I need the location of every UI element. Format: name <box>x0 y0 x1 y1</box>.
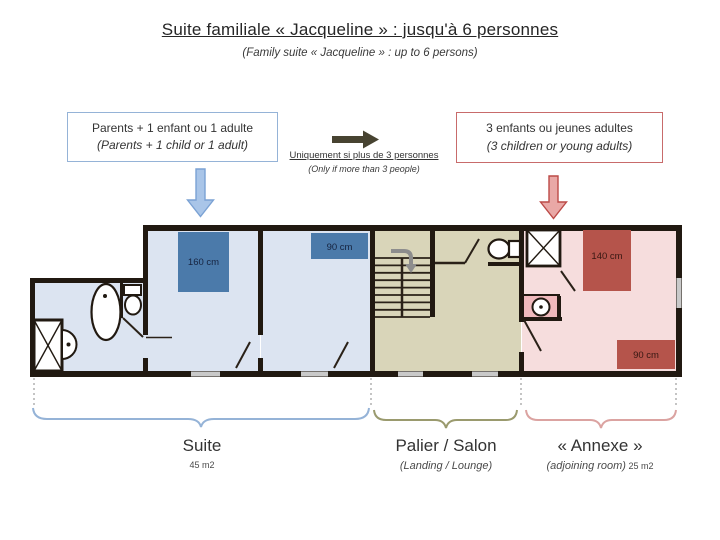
doors <box>122 238 576 369</box>
bed-90-suite-label: 90 cm <box>327 242 353 253</box>
page-subtitle: (Family suite « Jacqueline » : up to 6 p… <box>242 47 478 59</box>
callout-parents-line1: Parents + 1 enfant ou 1 adulte <box>91 120 254 135</box>
label-suite: Suite 45 m2 <box>120 436 284 470</box>
bed-90-annexe-label: 90 cm <box>633 350 659 361</box>
brace-suite <box>32 407 370 428</box>
note-more-than-3: Uniquement si plus de 3 personnes (Only … <box>289 150 439 175</box>
washbasin-icon-2 <box>531 297 551 317</box>
shower-icon-2 <box>525 228 562 268</box>
label-suite-area: 45 m2 <box>189 460 215 470</box>
label-palier-sub: (Landing / Lounge) <box>399 460 493 472</box>
page-title: Suite familiale « Jacqueline » : jusqu'à… <box>161 20 559 39</box>
windows <box>191 278 682 377</box>
dotted-connectors <box>33 378 677 406</box>
brace-palier <box>373 409 518 429</box>
label-annexe-area: 25 m2 <box>628 461 654 471</box>
callout-children: 3 enfants ou jeunes adultes (3 children … <box>456 112 663 163</box>
stairs-icon <box>375 257 430 318</box>
callout-parents: Parents + 1 enfant ou 1 adulte (Parents … <box>67 112 278 162</box>
toilet-icon-2 <box>487 238 522 260</box>
arrow-right-icon <box>332 130 379 149</box>
label-suite-name: Suite <box>182 436 222 455</box>
brace-annexe <box>525 409 677 429</box>
arrow-down-blue-icon <box>186 168 215 218</box>
bed-140: 140 cm <box>583 230 631 291</box>
bathtub-icon <box>90 282 122 342</box>
stairs-direction-arrow-icon <box>391 249 417 273</box>
bed-140-label: 140 cm <box>591 251 622 262</box>
toilet-icon <box>123 284 142 316</box>
label-palier: Palier / Salon (Landing / Lounge) <box>364 436 528 472</box>
label-annexe-name: « Annexe » <box>557 436 643 455</box>
bed-160-label: 160 cm <box>188 257 219 268</box>
bed-90-annexe: 90 cm <box>617 340 675 369</box>
label-annexe: « Annexe » (adjoining room) 25 m2 <box>515 436 685 472</box>
washbasin-icon <box>61 328 78 361</box>
note-line1: Uniquement si plus de 3 personnes <box>289 150 439 161</box>
bed-160: 160 cm <box>178 232 229 292</box>
shower-icon <box>32 318 64 373</box>
callout-children-line2: (3 children or young adults) <box>486 138 633 153</box>
label-annexe-sub: (adjoining room) <box>546 460 626 472</box>
bed-90-suite: 90 cm <box>311 233 368 259</box>
note-line2: (Only if more than 3 people) <box>308 163 420 174</box>
callout-children-line1: 3 enfants ou jeunes adultes <box>486 121 633 136</box>
callout-parents-line2: (Parents + 1 child or 1 adult) <box>96 138 249 152</box>
arrow-down-pink-icon <box>539 175 568 220</box>
label-palier-name: Palier / Salon <box>395 436 497 455</box>
header: Suite familiale « Jacqueline » : jusqu'à… <box>0 20 720 59</box>
